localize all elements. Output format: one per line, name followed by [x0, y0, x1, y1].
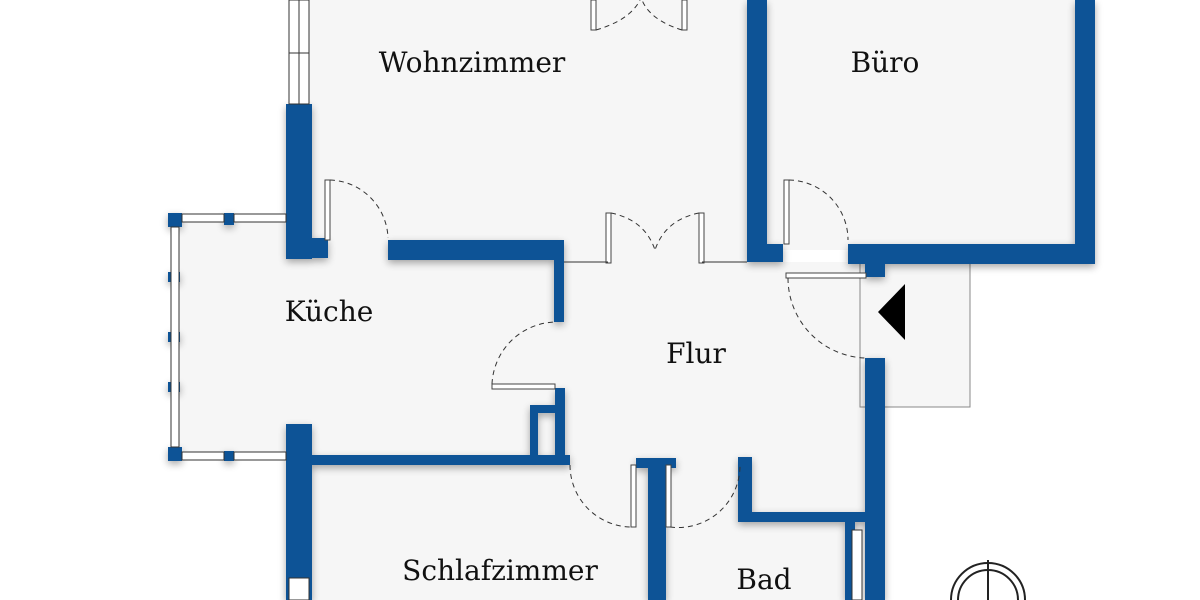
door-swing	[788, 179, 849, 241]
door-leaf	[491, 383, 556, 390]
room-label-kueche: Küche	[285, 295, 374, 328]
wall	[845, 517, 855, 600]
wall	[738, 457, 752, 519]
window	[288, 577, 310, 600]
entrance-arrow-icon	[878, 284, 905, 340]
door-swing	[641, 0, 683, 31]
door-leaf	[783, 179, 790, 245]
wall	[848, 244, 1095, 264]
windows	[170, 0, 863, 600]
door-leaf	[785, 272, 867, 279]
window	[851, 529, 863, 600]
door-leaf	[681, 0, 688, 31]
doors	[324, 0, 867, 528]
window	[233, 451, 287, 461]
door-swing	[654, 212, 700, 251]
wall	[747, 244, 783, 262]
wall	[286, 238, 328, 258]
wall	[168, 213, 182, 227]
floor-schlafzimmer	[310, 462, 650, 600]
window	[181, 451, 225, 461]
floors	[175, 0, 1080, 600]
room-label-buero: Büro	[851, 46, 920, 79]
floor-bad	[665, 462, 865, 600]
window	[233, 213, 287, 223]
wall	[747, 0, 767, 262]
door-swing	[595, 0, 641, 31]
wall	[168, 447, 182, 461]
door-swing	[491, 321, 556, 385]
door-swing	[610, 212, 656, 251]
walls	[168, 0, 1095, 600]
wall	[388, 240, 564, 260]
door-leaf	[698, 212, 705, 264]
door-swing	[329, 179, 389, 239]
wall	[224, 451, 234, 461]
wall	[738, 512, 868, 522]
wall	[310, 455, 570, 465]
wall	[286, 424, 312, 600]
window	[181, 213, 225, 223]
room-label-wohnzimmer: Wohnzimmer	[379, 46, 566, 79]
wall	[554, 240, 564, 322]
wall	[224, 213, 234, 225]
room-label-bad: Bad	[736, 563, 791, 596]
door-leaf	[324, 179, 331, 241]
room-label-flur: Flur	[666, 337, 726, 370]
door-swing	[569, 464, 633, 528]
wall	[530, 405, 538, 460]
wall	[530, 405, 560, 413]
floor-flur	[560, 262, 870, 462]
door-swing	[669, 464, 741, 528]
wall	[865, 358, 885, 600]
wall	[648, 458, 666, 600]
door-leaf	[605, 212, 612, 264]
wall	[286, 104, 312, 259]
compass-icon	[950, 560, 1026, 600]
window	[170, 226, 180, 448]
door-leaf	[665, 464, 672, 528]
room-labels: Wohnzimmer Büro Küche Flur Schlafzimmer …	[285, 46, 920, 596]
floor-buero	[765, 0, 1080, 250]
door-leaf	[590, 0, 597, 31]
room-label-schlafzimmer: Schlafzimmer	[402, 554, 598, 587]
wall	[1075, 0, 1095, 263]
wall	[865, 262, 885, 277]
wall	[555, 388, 565, 460]
door-leaf	[630, 464, 637, 528]
